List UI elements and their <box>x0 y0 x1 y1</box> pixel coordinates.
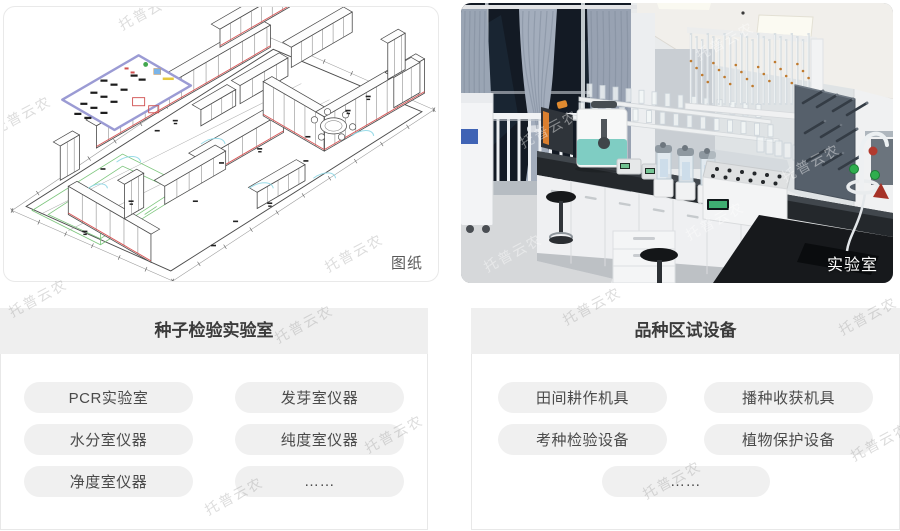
photo-left-cabinet <box>461 93 494 233</box>
sprinkler-icon <box>741 11 745 15</box>
pill-pcr-lab[interactable]: PCR实验室 <box>24 382 193 413</box>
pill-purity-room[interactable]: 纯度室仪器 <box>235 424 404 455</box>
photo-water-bath <box>702 149 792 232</box>
photo-burette-rack <box>684 27 824 122</box>
variety-trial-title: 品种区试设备 <box>471 308 900 354</box>
blueprint-round-table <box>310 108 357 141</box>
seed-lab-title: 种子检验实验室 <box>0 308 428 354</box>
lab-photo-label: 实验室 <box>826 257 878 274</box>
pill-more-variety-trial[interactable]: …… <box>601 466 770 497</box>
blueprint-legend <box>61 54 193 132</box>
blueprint-wall-outline <box>25 48 423 272</box>
photo-teal-machine <box>575 101 629 173</box>
variety-trial-body: 田间耕作机具 播种收获机具 考种检验设备 植物保护设备 …… <box>471 354 900 530</box>
pill-field-tillage[interactable]: 田间耕作机具 <box>498 382 667 413</box>
photo-stool <box>640 248 678 283</box>
lab-photo-card: 托普云农 托普云农 托普云农 托普云农 托普云农 实验室 <box>461 3 893 283</box>
pill-moisture-room[interactable]: 水分室仪器 <box>24 424 193 455</box>
blueprint-image <box>10 7 436 281</box>
pill-germination-room[interactable]: 发芽室仪器 <box>235 382 404 413</box>
photo-sink-counter <box>713 215 893 283</box>
photo-dark-instrument <box>541 100 573 155</box>
pill-more-seed-lab[interactable]: …… <box>235 466 404 497</box>
equipment-label <box>461 129 478 144</box>
seed-lab-panel: 种子检验实验室 PCR实验室 发芽室仪器 水分室仪器 纯度室仪器 净度室仪器 …… <box>0 308 428 531</box>
photo-eyewash-faucet <box>845 131 889 252</box>
variety-trial-panel: 品种区试设备 田间耕作机具 播种收获机具 考种检验设备 植物保护设备 …… <box>471 308 900 531</box>
blueprint-door-arcs <box>88 130 375 189</box>
photo-stool <box>546 191 576 244</box>
blueprint-annotation-marks <box>82 95 371 247</box>
lab-photo <box>461 3 893 283</box>
blueprint-label: 图纸 <box>390 255 423 272</box>
pill-sowing-harvest[interactable]: 播种收获机具 <box>704 382 873 413</box>
photo-pegboard-rack <box>794 84 869 202</box>
blueprint-benches <box>52 7 426 264</box>
pill-cleanliness-room[interactable]: 净度室仪器 <box>24 466 193 497</box>
seed-lab-body: PCR实验室 发芽室仪器 水分室仪器 纯度室仪器 净度室仪器 …… <box>0 354 428 530</box>
pill-seed-examination[interactable]: 考种检验设备 <box>498 424 667 455</box>
ceiling-light-panel <box>657 3 711 10</box>
blueprint-card: 托普云农 托普云农 托普云农 图纸 <box>3 6 439 282</box>
pill-plant-protection[interactable]: 植物保护设备 <box>704 424 873 455</box>
